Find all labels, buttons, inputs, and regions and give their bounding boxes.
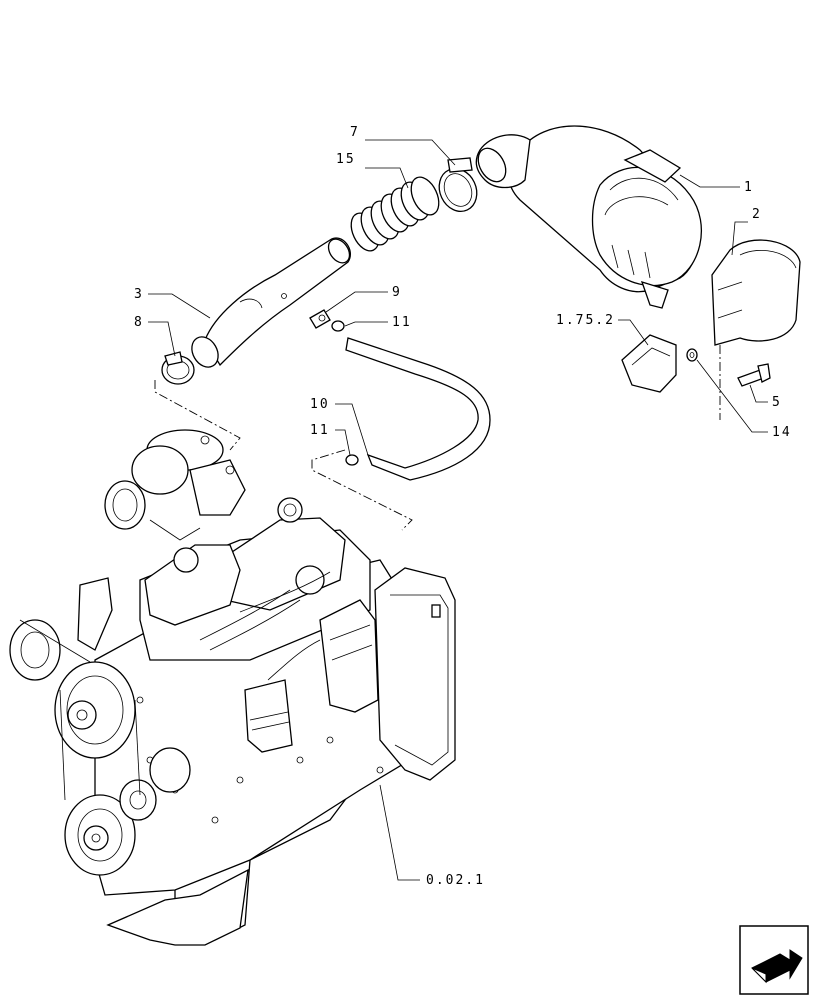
support-bracket [621, 334, 677, 393]
air-filter-housing [475, 125, 703, 309]
callout-11-upper: 11 [392, 315, 412, 330]
engine-block [94, 497, 456, 946]
assembly-line-tube [311, 449, 413, 531]
callout-14: 14 [772, 425, 792, 440]
mounting-strap [711, 239, 801, 420]
callout-9: 9 [392, 285, 402, 300]
front-pulleys [9, 577, 191, 876]
callout-15: 15 [336, 152, 356, 167]
turbocharger [104, 429, 246, 541]
corrugated-hose-15 [350, 176, 440, 252]
callout-ref-1-75-2: 1.75.2 [556, 313, 615, 328]
hose-clamp-7 [438, 157, 478, 212]
callout-3: 3 [134, 287, 144, 302]
callout-1: 1 [744, 180, 754, 195]
callout-7: 7 [350, 125, 360, 140]
bolt-5 [737, 363, 771, 387]
callout-5: 5 [772, 395, 782, 410]
callout-8: 8 [134, 315, 144, 330]
callout-2: 2 [752, 207, 762, 222]
washer-14 [686, 348, 698, 362]
callout-ref-0-02-1: 0.02.1 [426, 873, 485, 888]
fitting-9 [309, 309, 331, 329]
clip-11-upper [331, 320, 345, 332]
clip-11-lower [345, 454, 359, 466]
leader-lines [148, 139, 768, 881]
callout-10: 10 [310, 397, 330, 412]
assembly-line-pipe [154, 380, 241, 451]
intake-pipe-3 [191, 237, 351, 368]
breather-tube-10 [345, 337, 491, 481]
arrow-nav-icon[interactable] [739, 925, 809, 995]
callout-11-lower: 11 [310, 423, 330, 438]
hose-clamp-8 [161, 351, 195, 385]
